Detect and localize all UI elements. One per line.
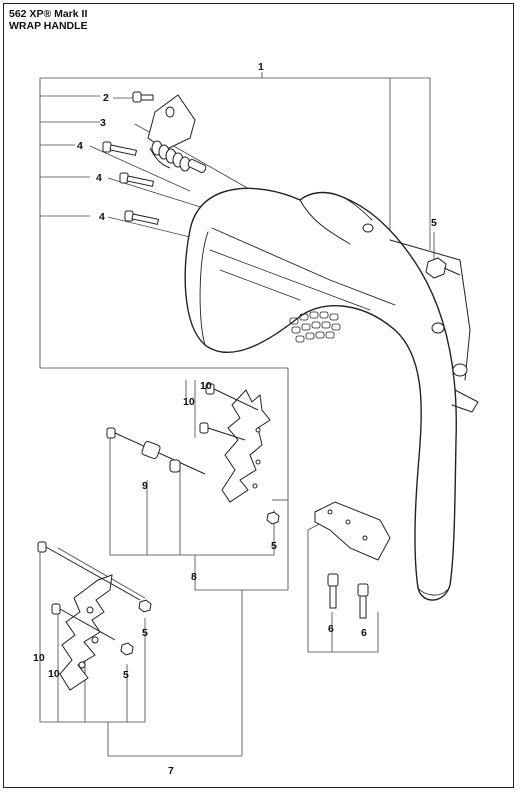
nut-5-top [425,257,447,279]
spike-bumper-7 [37,541,152,691]
handle-mount-points [362,223,468,377]
callout-5-d: 5 [123,669,129,681]
leader-lines [39,72,435,757]
wrap-handle [184,187,479,601]
mount-plate-6 [314,501,391,619]
callout-10-b: 10 [200,380,212,392]
grip-texture [289,311,341,343]
page-title: WRAP HANDLE [9,20,88,32]
model-name: 562 XP® Mark II [9,8,88,20]
callout-5-c: 5 [142,627,148,639]
callout-1: 1 [258,61,264,73]
callout-6-a: 6 [328,623,334,635]
callout-9: 9 [142,480,148,492]
spike-bumper-8 [106,383,280,525]
screw-4-a [102,141,138,156]
callout-10-c: 10 [33,652,45,664]
callout-2: 2 [103,92,109,104]
callout-4-b: 4 [96,172,102,184]
screw-4-b [119,172,155,187]
screws-top [102,91,160,225]
spring-damper [147,94,207,173]
callout-10-d: 10 [48,668,60,680]
screw-4-c [124,210,160,225]
page-header: 562 XP® Mark II WRAP HANDLE [9,8,88,32]
callout-7: 7 [168,765,174,777]
callout-10-a: 10 [183,396,195,408]
callout-6-b: 6 [361,627,367,639]
callout-3: 3 [100,117,106,129]
callout-8: 8 [191,571,197,583]
callout-5-b: 5 [271,540,277,552]
drawing-frame [3,3,514,788]
callout-5-a: 5 [431,217,437,229]
screw-2 [132,91,154,103]
callout-4-a: 4 [77,140,83,152]
callout-4-c: 4 [99,211,105,223]
